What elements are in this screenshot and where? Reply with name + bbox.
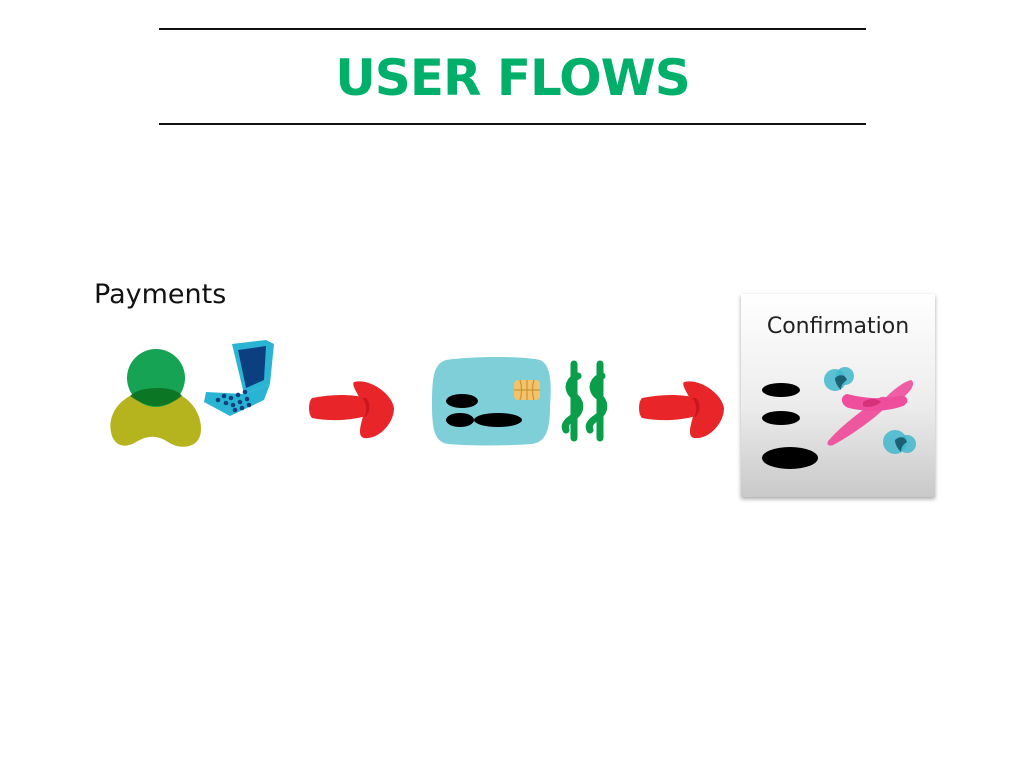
arrow-icon (309, 381, 394, 439)
confirmation-card: Confirmation (741, 294, 935, 497)
title-rule-bottom (159, 123, 866, 125)
arrow-icon (639, 381, 724, 439)
page-title: USER FLOWS (335, 49, 691, 107)
airplane-icon (824, 367, 916, 454)
flow-label: Payments (94, 279, 227, 310)
confirmation-label: Confirmation (766, 314, 910, 339)
laptop-icon (204, 340, 274, 416)
title-rule-top (159, 28, 866, 30)
credit-card-icon (432, 357, 551, 446)
text-lines-icon (762, 383, 818, 469)
user-icon (110, 349, 202, 447)
money-icon (561, 360, 608, 442)
